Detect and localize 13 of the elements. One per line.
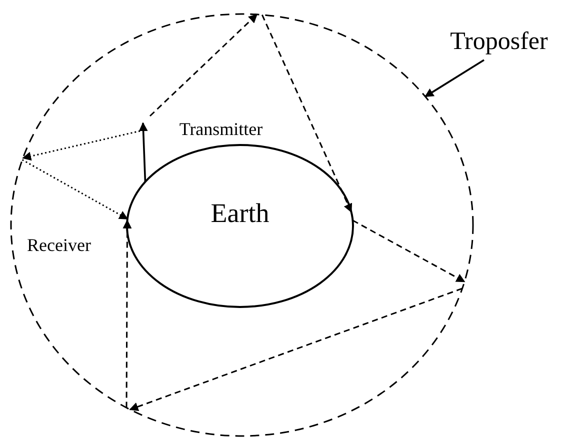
- receiver-label: Receiver: [27, 236, 91, 254]
- arrow: [424, 59, 484, 98]
- dashed-arrow: [129, 288, 463, 411]
- dashed-arrow: [352, 220, 466, 282]
- dotted-arrow: [22, 159, 128, 220]
- arrow: [138, 122, 148, 182]
- dashed-arrow: [122, 219, 132, 408]
- dashed-arrow: [261, 14, 352, 213]
- troposphere-label: Troposfer: [434, 26, 564, 56]
- transmitter-label: Transmitter: [157, 117, 285, 141]
- earth-ellipse: Earth: [127, 145, 353, 307]
- dotted-arrow: [22, 130, 140, 161]
- dashed-arrow: [149, 14, 258, 117]
